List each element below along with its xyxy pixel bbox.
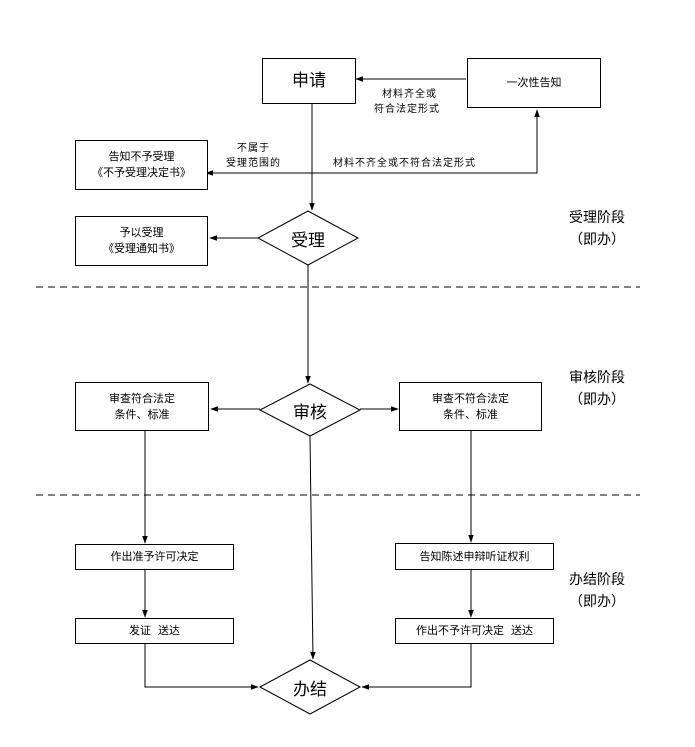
acceptance-label: 受理 [291, 230, 325, 251]
stage-review: 审核阶段 （即办） [555, 368, 639, 411]
stage-acceptance-sub: （即办） [569, 231, 625, 248]
hearing-rights-box: 告知陈述申辩听证权利 [395, 543, 554, 570]
complete-materials-line-2: 符合法定形式 [374, 104, 440, 115]
noncompliant-line-2: 条件、标准 [443, 407, 498, 421]
reject-notice-line-2: 《不予受理决定书》 [92, 166, 191, 179]
deny-decision-box: 作出不予许可决定 送达 [395, 618, 554, 644]
one-time-notice-label: 一次性告知 [506, 76, 562, 90]
stage-conclusion: 办结阶段 （即办） [555, 570, 639, 613]
stage-acceptance: 受理阶段 （即办） [555, 208, 639, 251]
out-of-scope-note: 不属于 受理范围的 [226, 141, 281, 171]
complete-materials-line-1: 材料齐全或 [382, 89, 437, 100]
grant-decision-box: 作出准予许可决定 [75, 544, 234, 570]
issue-cert-label: 发证 送达 [129, 624, 180, 638]
out-of-scope-line-1: 不属于 [237, 143, 270, 154]
reject-notice-line-1: 告知不予受理 [108, 150, 175, 164]
edge-apply-to-one-time-notice [312, 109, 540, 174]
deny-decision-label: 作出不予许可决定 送达 [416, 624, 533, 638]
stage-review-sub: （即办） [569, 391, 625, 408]
accept-notice-line-2: 《受理通知书》 [103, 242, 180, 255]
compliant-line-2: 条件、标准 [114, 407, 170, 421]
compliant-box: 审查符合法定 条件、标准 [75, 382, 209, 431]
grant-decision-label: 作出准予许可决定 [110, 550, 199, 564]
one-time-notice-box: 一次性告知 [467, 58, 601, 108]
review-label: 审核 [293, 402, 327, 423]
accept-notice-line-1: 予以受理 [119, 226, 164, 240]
apply-label: 申请 [292, 70, 326, 91]
accept-notice-box: 予以受理 《受理通知书》 [75, 216, 208, 266]
incomplete-materials-note: 材料不齐全或不符合法定形式 [333, 158, 476, 169]
edge-issue-to-conclude [144, 644, 259, 690]
stage-conclusion-title: 办结阶段 [569, 572, 625, 588]
stage-review-title: 审核阶段 [569, 370, 625, 386]
edge-deny-to-conclude [361, 644, 472, 690]
noncompliant-box: 审查不符合法定 条件、标准 [399, 382, 542, 431]
conclude-label: 办结 [293, 679, 327, 700]
edge-review-to-conclude [309, 435, 316, 660]
hearing-rights-label: 告知陈述申辩听证权利 [419, 549, 530, 563]
reject-notice-box: 告知不予受理 《不予受理决定书》 [75, 140, 208, 190]
compliant-line-1: 审查符合法定 [109, 391, 175, 405]
out-of-scope-line-2: 受理范围的 [226, 158, 281, 169]
complete-materials-note: 材料齐全或 符合法定形式 [374, 87, 440, 117]
conclude-diamond [258, 659, 362, 715]
stage-conclusion-sub: （即办） [569, 593, 625, 610]
stage-acceptance-title: 受理阶段 [569, 210, 625, 226]
noncompliant-line-1: 审查不符合法定 [432, 391, 509, 405]
apply-box: 申请 [262, 58, 356, 104]
issue-cert-box: 发证 送达 [75, 618, 234, 644]
